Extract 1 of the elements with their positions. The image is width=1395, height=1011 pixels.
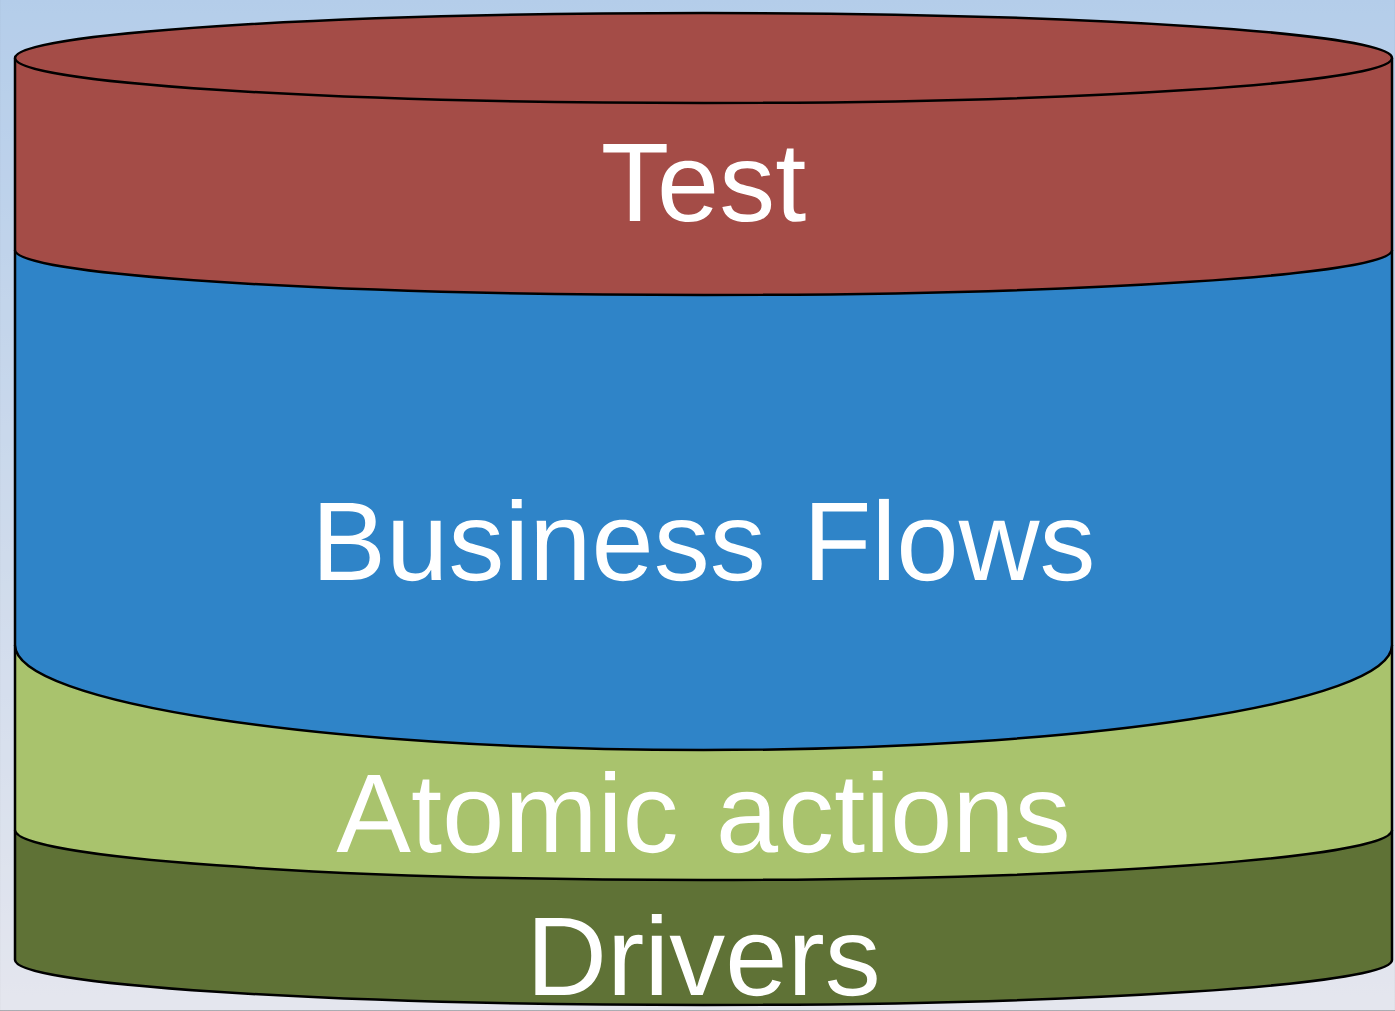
cylinder-layer: Test — [13, 11, 1394, 297]
